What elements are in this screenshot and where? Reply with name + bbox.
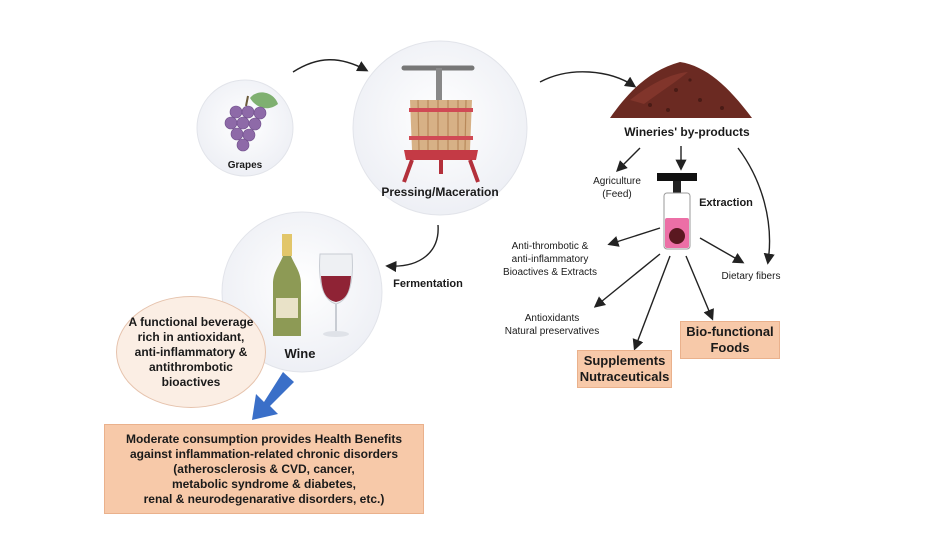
antioxidants-label: Antioxidants Natural preservatives [504, 313, 600, 337]
biofunctional-box: Bio-functional Foods [680, 321, 780, 359]
arrow-extraction-to-antithrombotic [607, 227, 661, 247]
dietary-fibers-label: Dietary fibers [721, 271, 781, 282]
wine-bottle-icon [273, 234, 301, 336]
arrow-press-to-fermentation [385, 224, 439, 273]
fermentation-label: Fermentation [393, 278, 463, 290]
antithrombotic-label: Anti-thrombotic & anti-inflammatory Bioa… [503, 241, 597, 278]
supplements-box: Supplements Nutraceuticals [577, 350, 672, 388]
arrow-grapes-to-press [292, 59, 369, 73]
arrow-extraction-to-antioxidants [593, 253, 661, 308]
arrow-extraction-to-supplements [632, 255, 671, 351]
arrow-extraction-to-fibers [699, 237, 745, 264]
pomace-pile-icon [610, 62, 752, 118]
wine-press-icon [401, 65, 480, 183]
grapes-icon [224, 92, 278, 152]
health-benefits-box: Moderate consumption provides Health Ben… [104, 424, 424, 514]
pressing-label: Pressing/Maceration [381, 185, 499, 199]
wine-glass-icon [319, 253, 353, 337]
functional-beverage-bubble: A functional beverage rich in antioxidan… [116, 296, 266, 408]
byproducts-label: Wineries' by-products [624, 125, 750, 139]
agriculture-label: Agriculture (Feed) [593, 176, 641, 200]
grapes-label: Grapes [227, 160, 263, 171]
arrow-byproducts-to-agriculture [616, 147, 641, 172]
wine-label: Wine [284, 346, 316, 361]
blue-arrow [252, 372, 294, 420]
arrow-byproducts-to-fibers [737, 147, 775, 265]
arrow-press-to-byproducts [539, 71, 637, 88]
extraction-label: Extraction [699, 197, 753, 209]
arrow-extraction-to-biofunctional [685, 255, 714, 321]
syringe-icon [657, 173, 697, 250]
